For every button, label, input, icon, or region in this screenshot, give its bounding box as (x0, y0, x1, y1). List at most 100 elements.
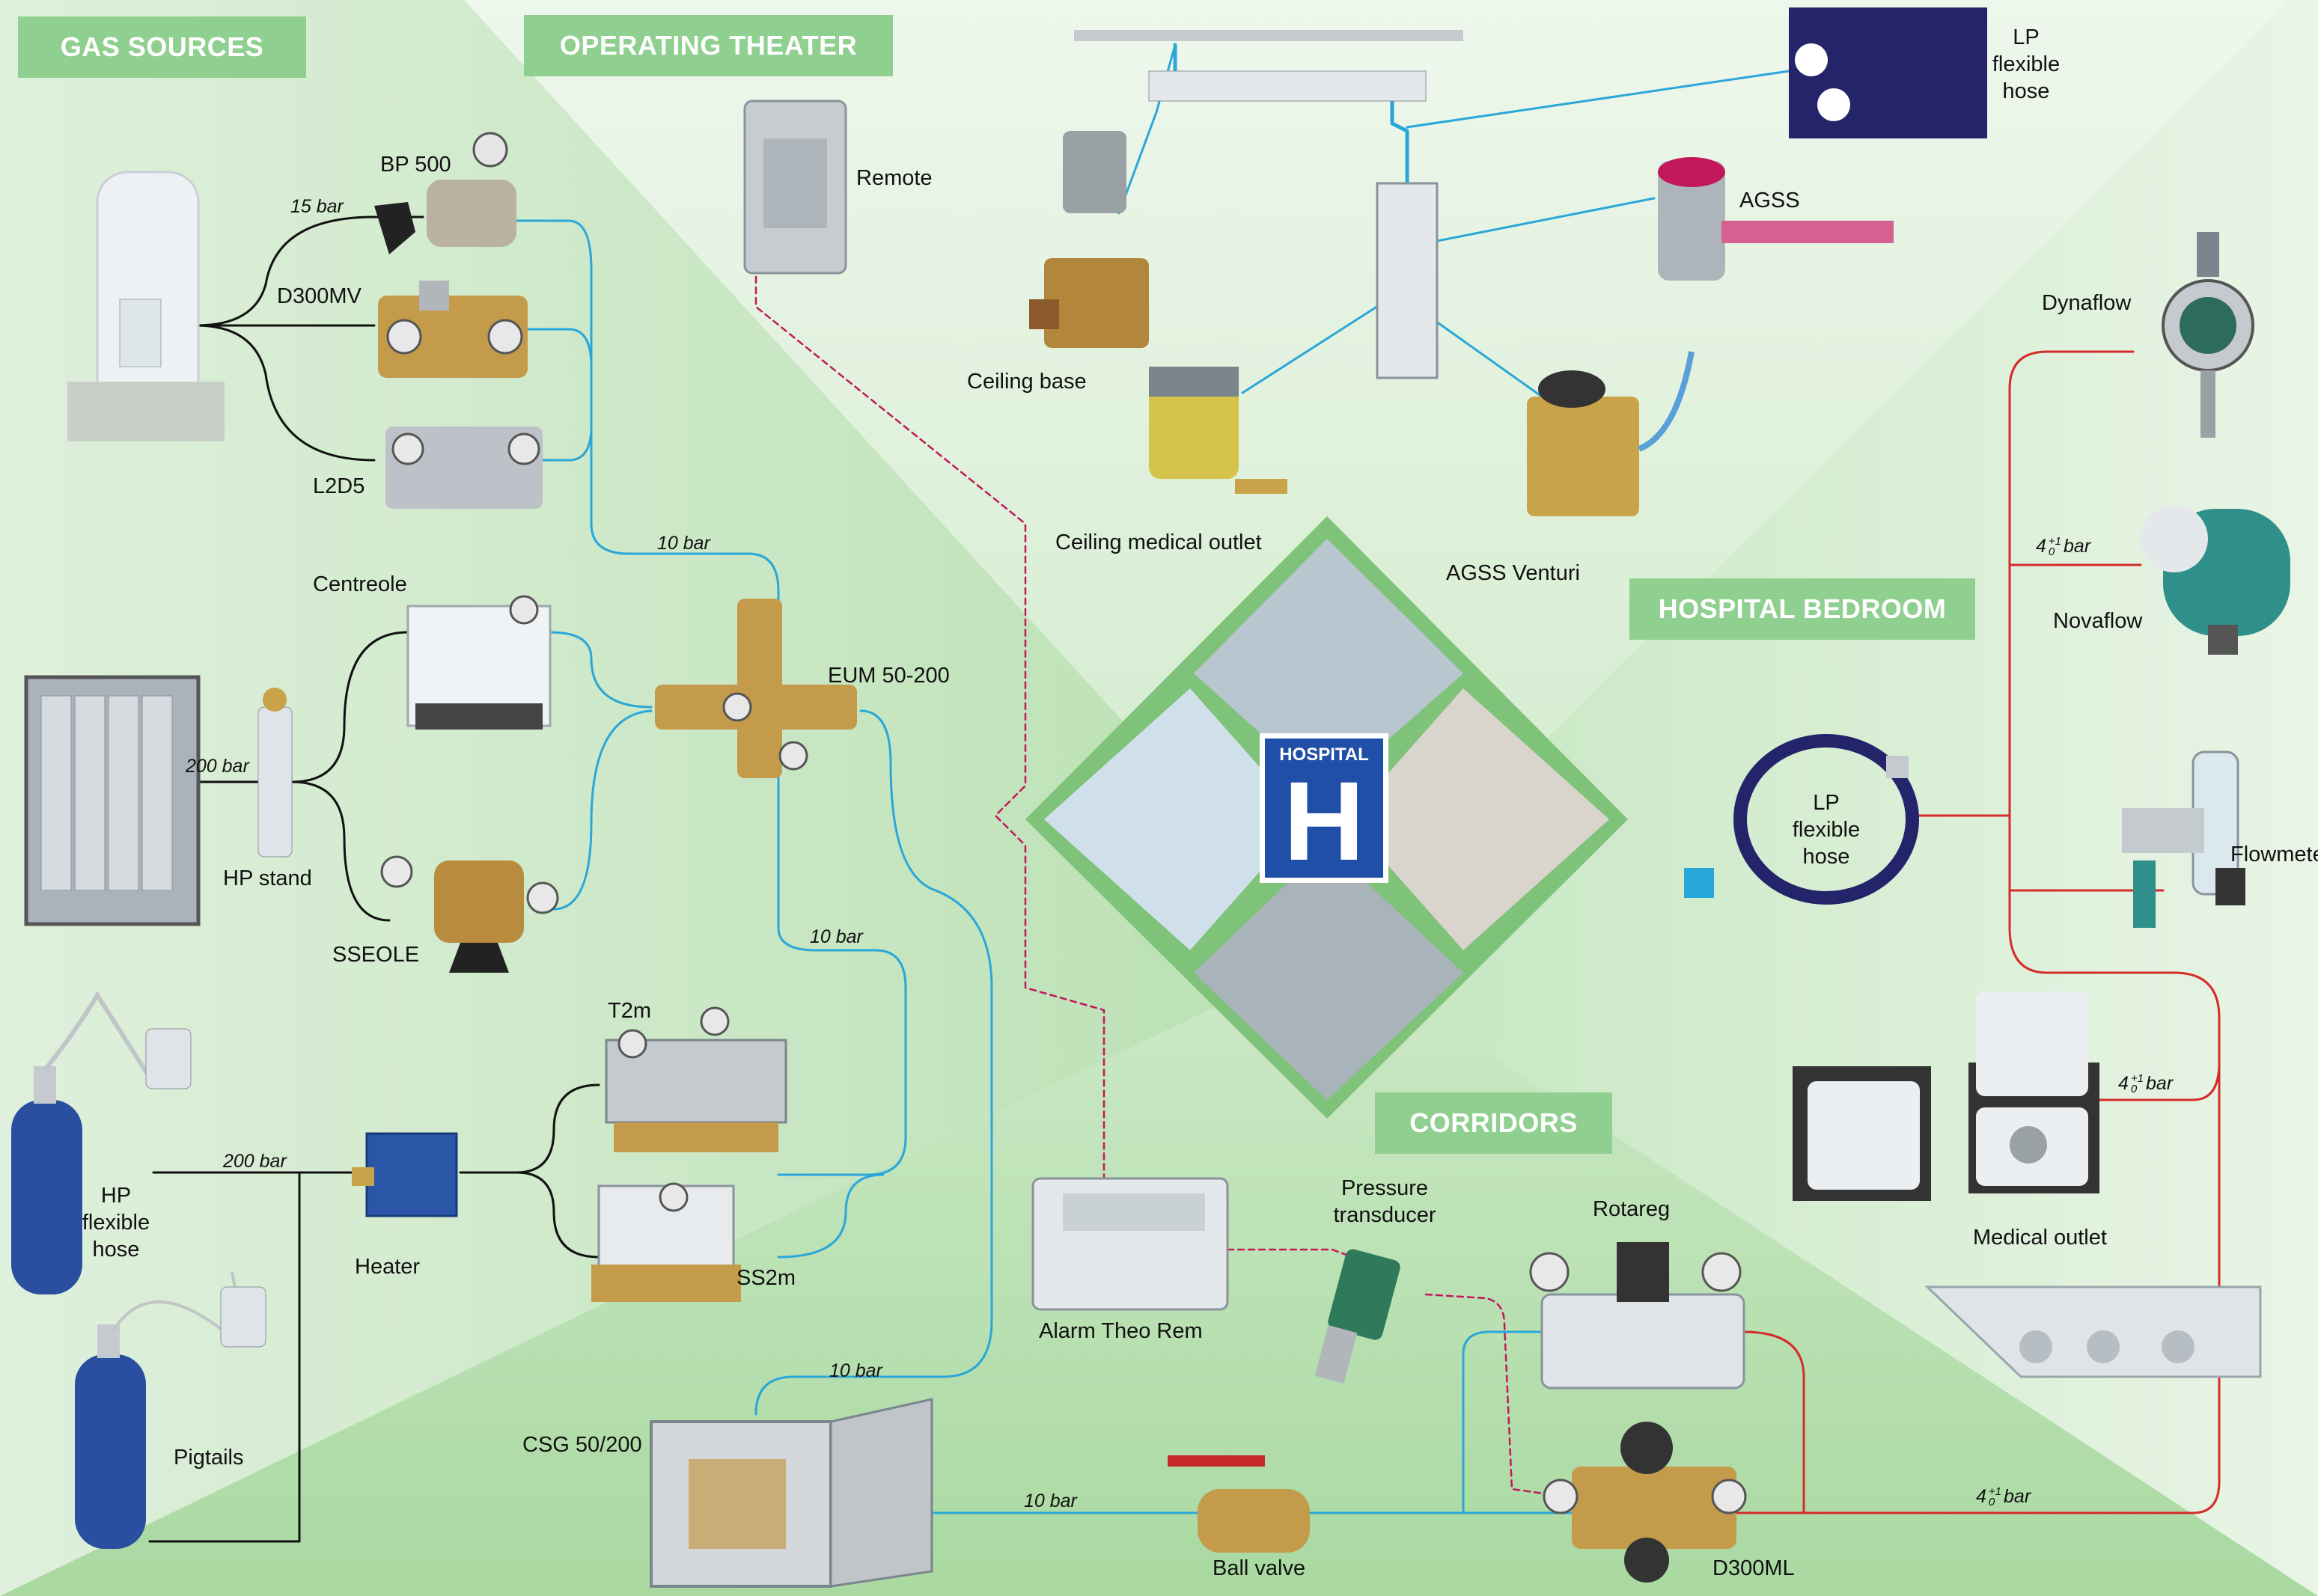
cryogenic-tank-image (67, 171, 225, 441)
pressure-200bar-cylinder: 200 bar (223, 1151, 287, 1172)
pressure-4bar-bottom-unit: bar (2004, 1486, 2031, 1507)
d300ml-image (1543, 1422, 1747, 1583)
bed-head-unit-image (1924, 1285, 2262, 1378)
pressure-4bar-outlet-unit: bar (2146, 1073, 2174, 1094)
label-bp500: BP 500 (380, 153, 451, 177)
label-lp-hose-bedroom-line3: hose (1802, 845, 1850, 869)
cylinder-rack-image (24, 675, 201, 926)
label-hp-flexible-hose: HP flexible hose (79, 1182, 153, 1263)
label-sseole: SSEOLE (332, 943, 420, 967)
line-rotareg-d300ml (1742, 1330, 1805, 1514)
region-left (0, 0, 1332, 1596)
pressure-4bar-bottom-sup: +1 (1988, 1485, 2002, 1499)
label-l2d5: L2D5 (313, 474, 365, 498)
line-eum-csg (754, 709, 993, 1416)
pressure-4bar-novaflow-sub: 0 (2048, 545, 2055, 559)
hp-stand-image (257, 688, 293, 857)
line-remote-alarm (754, 275, 1105, 1180)
d300mv-image (378, 281, 528, 378)
photo-bedroom (1347, 688, 1609, 950)
ceiling-medical-outlet-image (1149, 367, 1287, 494)
photo-tanks (1044, 688, 1306, 950)
pigtails-cylinder-image (75, 1271, 266, 1549)
t2m-image (605, 1006, 787, 1152)
line-ceiling-outlet (1241, 298, 1390, 394)
pressure-4bar-outlet-sup: +1 (2130, 1072, 2144, 1086)
pressure-4bar-novaflow-unit: bar (2064, 536, 2091, 557)
line-d300ml-bedroom (1660, 350, 2221, 1514)
hospital-sign: HOSPITAL H (1260, 733, 1388, 883)
section-gas-sources: GAS SOURCES (18, 16, 306, 78)
line-centreole-eum (549, 631, 653, 709)
eum-image (655, 599, 857, 778)
ss2m-image (591, 1182, 741, 1302)
label-pigtails: Pigtails (174, 1446, 244, 1470)
label-pressure-transducer-line2: transducer (1333, 1203, 1436, 1227)
hp-cylinder-image (11, 991, 192, 1294)
label-ceiling-base: Ceiling base (967, 370, 1087, 394)
line-l2d5-join (534, 425, 593, 462)
label-dynaflow: Dynaflow (2042, 291, 2132, 315)
label-eum: EUM 50-200 (828, 664, 950, 688)
hospital-sign-text: HOSPITAL (1279, 745, 1369, 765)
label-t2m: T2m (608, 999, 651, 1023)
pressure-4bar-novaflow-value: 4 (2036, 536, 2046, 557)
line-eum-t2m (777, 754, 907, 1176)
line-transducer-rotareg (1424, 1293, 1566, 1498)
label-alarm: Alarm Theo Rem (1039, 1319, 1203, 1343)
label-hp-stand: HP stand (223, 866, 312, 890)
label-agss-venturi: AGSS Venturi (1446, 561, 1580, 585)
pressure-200bar-rack: 200 bar (186, 756, 249, 777)
centreole-image (406, 595, 552, 730)
pressure-15bar: 15 bar (290, 196, 344, 217)
line-bp500-eum (515, 219, 780, 615)
sseole-image (380, 855, 559, 973)
label-d300ml: D300ML (1712, 1556, 1795, 1580)
pressure-transducer-image (1314, 1249, 1400, 1383)
label-d300mv: D300MV (277, 284, 362, 308)
label-hp-flexible-hose-line2: flexible (82, 1211, 150, 1235)
pressure-10bar-corridor: 10 bar (1024, 1490, 1077, 1511)
pressure-4bar-outlet-sub: 0 (2130, 1083, 2138, 1096)
label-ball-valve: Ball valve (1213, 1556, 1306, 1580)
line-rack-sseole (290, 780, 391, 922)
hp-lines (148, 215, 600, 1543)
photo-corridor (1194, 846, 1463, 1100)
dynaflow-image (2162, 232, 2254, 438)
photo-operating-room (1194, 539, 1463, 793)
hospital-sign-letter: H (1283, 758, 1365, 884)
label-lp-hose-bedroom-line2: flexible (1792, 818, 1861, 842)
region-right (1332, 0, 2318, 1596)
section-corridors: CORRIDORS (1375, 1092, 1612, 1154)
line-heater-ss2m (515, 1171, 600, 1259)
label-lp-hose-bedroom: LP flexible hose (1781, 789, 1871, 870)
pressure-4bar-bottom-value: 4 (1976, 1486, 1986, 1507)
agss-venturi-image (1527, 351, 1695, 516)
label-agss: AGSS (1739, 189, 1800, 213)
label-centreole: Centreole (313, 572, 407, 596)
flowmeter-image (2122, 750, 2245, 928)
label-lp-hose-top-line1: LP (2013, 25, 2040, 49)
section-hospital-bedroom: HOSPITAL BEDROOM (1629, 578, 1975, 640)
rotareg-image (1529, 1242, 1745, 1389)
line-ss2m-join (777, 1173, 885, 1259)
line-heater-t2m (459, 1083, 600, 1174)
label-lp-hose-top-line3: hose (2002, 79, 2050, 103)
ceiling-base-image (1029, 131, 1149, 348)
ball-valve-image (1168, 1455, 1310, 1553)
label-csg: CSG 50/200 (522, 1433, 642, 1457)
label-medical-outlet: Medical outlet (1973, 1226, 2107, 1250)
pressure-4bar-outlet-value: 4 (2118, 1073, 2129, 1094)
pressure-10bar-t2m: 10 bar (810, 926, 863, 947)
bp500-image (374, 132, 516, 254)
line-d300mv-join (522, 328, 593, 368)
label-lp-hose-top: LP flexible hose (1985, 24, 2067, 105)
line-rack-centreole (197, 631, 409, 783)
ceiling-pendant-image (1074, 30, 1463, 379)
